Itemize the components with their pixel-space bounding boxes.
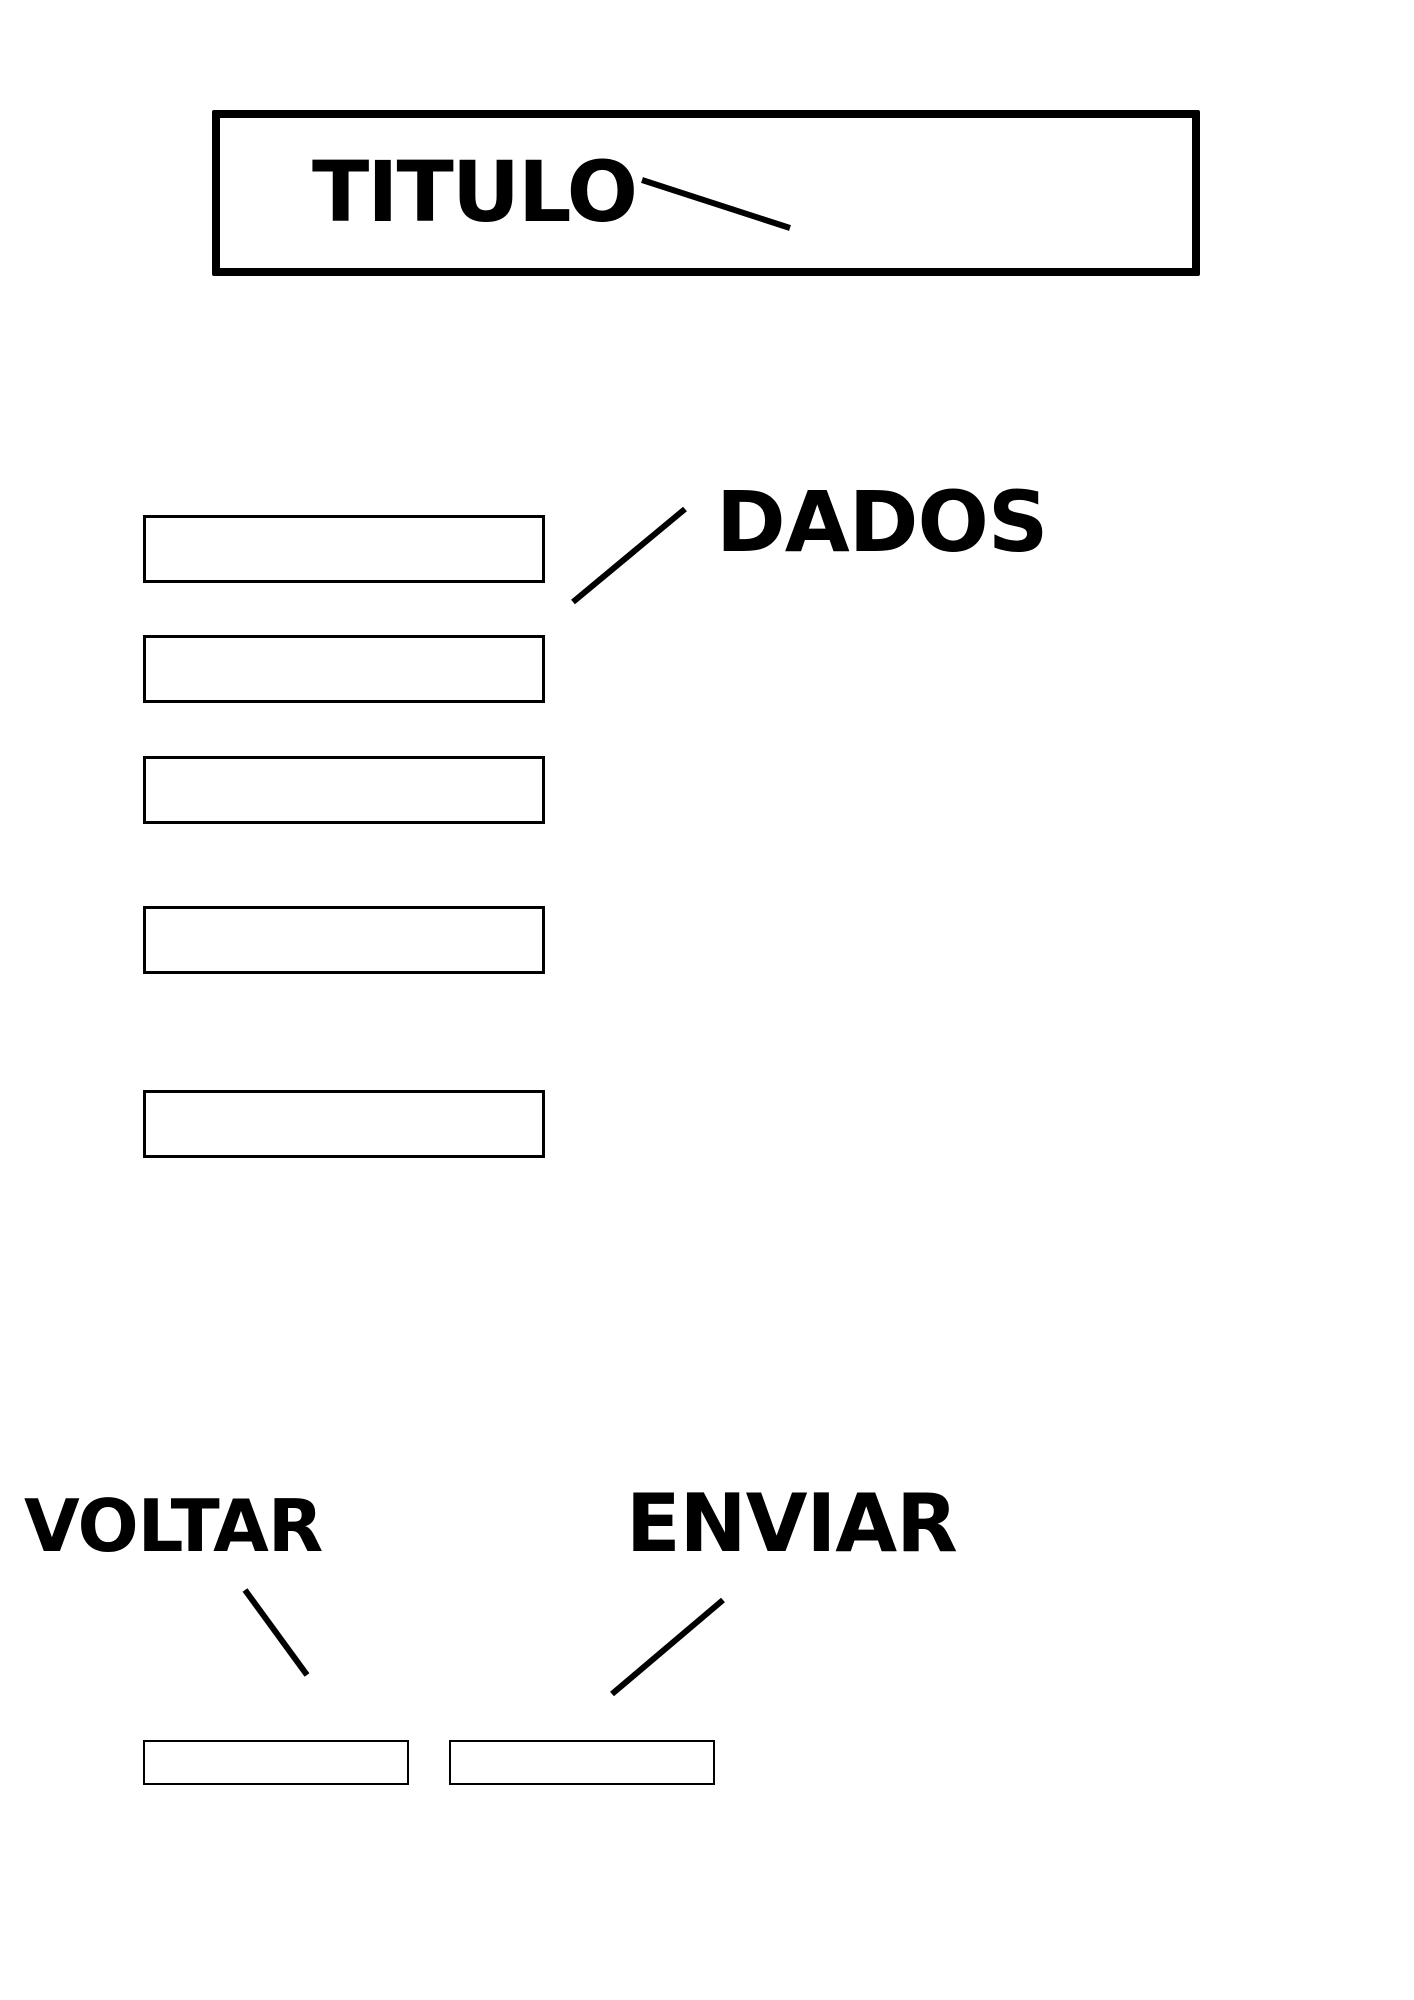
data-field-5[interactable] (143, 1090, 545, 1158)
back-button[interactable] (143, 1740, 409, 1785)
data-connector-line (571, 506, 687, 605)
back-connector-line (242, 1588, 310, 1677)
send-connector-line (610, 1597, 725, 1697)
send-button-label: ENVIAR (626, 1477, 958, 1570)
page-title: TITULO (312, 143, 638, 241)
data-field-3[interactable] (143, 756, 545, 824)
data-field-1[interactable] (143, 515, 545, 583)
data-section-label: DADOS (716, 473, 1048, 571)
title-bar (212, 110, 1200, 276)
data-field-2[interactable] (143, 635, 545, 703)
data-field-4[interactable] (143, 906, 545, 974)
back-button-label: VOLTAR (24, 1484, 323, 1568)
send-button[interactable] (449, 1740, 715, 1785)
